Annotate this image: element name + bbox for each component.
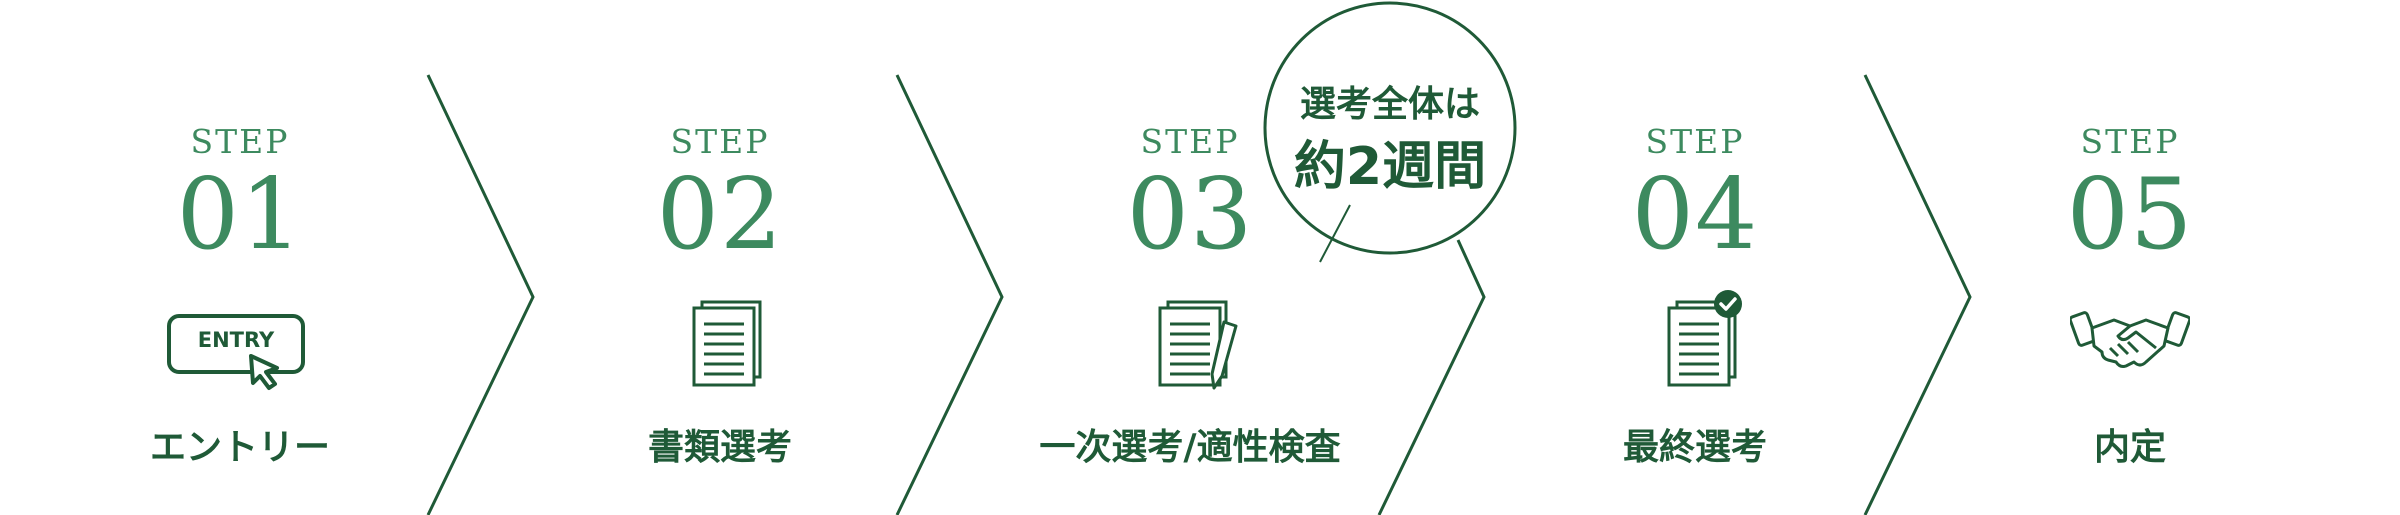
step-01: STEP 01 ENTRY エントリー [90, 0, 390, 515]
chevron-separator-3 [1377, 239, 1486, 515]
step-02: STEP 02 書類選考 [570, 0, 870, 515]
step-label: STEP [2080, 122, 2180, 161]
documents-icon [670, 290, 770, 400]
step-number: 05 [2066, 158, 2194, 272]
step-label: STEP [670, 122, 770, 161]
step-title: 書類選考 [647, 427, 792, 468]
step-label: STEP [1140, 122, 1240, 161]
document-pen-icon [1140, 290, 1240, 400]
step-number: 04 [1631, 158, 1759, 272]
step-label: STEP [190, 122, 290, 161]
bubble-tail [1319, 204, 1351, 263]
duration-bubble [1263, 1, 1517, 255]
chevron-separator-2 [895, 74, 1004, 515]
step-03: STEP 03 一次選考/適性検査 [1039, 0, 1340, 515]
entry-icon-text: ENTRY [198, 328, 275, 352]
step-number: 03 [1126, 158, 1254, 272]
step-title: エントリー [149, 427, 330, 468]
handshake-icon [2070, 290, 2190, 400]
step-05: STEP 05 内定 [1980, 0, 2280, 515]
step-label: STEP [1645, 122, 1745, 161]
step-04: STEP 04 最終選考 [1545, 0, 1845, 515]
document-check-icon [1645, 290, 1745, 400]
step-title: 一次選考/適性検査 [1039, 427, 1341, 468]
step-number: 02 [656, 158, 784, 272]
chevron-separator-1 [426, 74, 535, 515]
step-title: 内定 [2093, 427, 2166, 468]
chevron-separator-4 [1863, 74, 1972, 515]
bubble-caption: 選考全体は [1299, 84, 1480, 125]
entry-button-icon: ENTRY [167, 290, 305, 400]
step-number: 01 [176, 158, 304, 272]
bubble-duration: 約2週間 [1293, 137, 1487, 197]
step-title: 最終選考 [1622, 427, 1767, 468]
